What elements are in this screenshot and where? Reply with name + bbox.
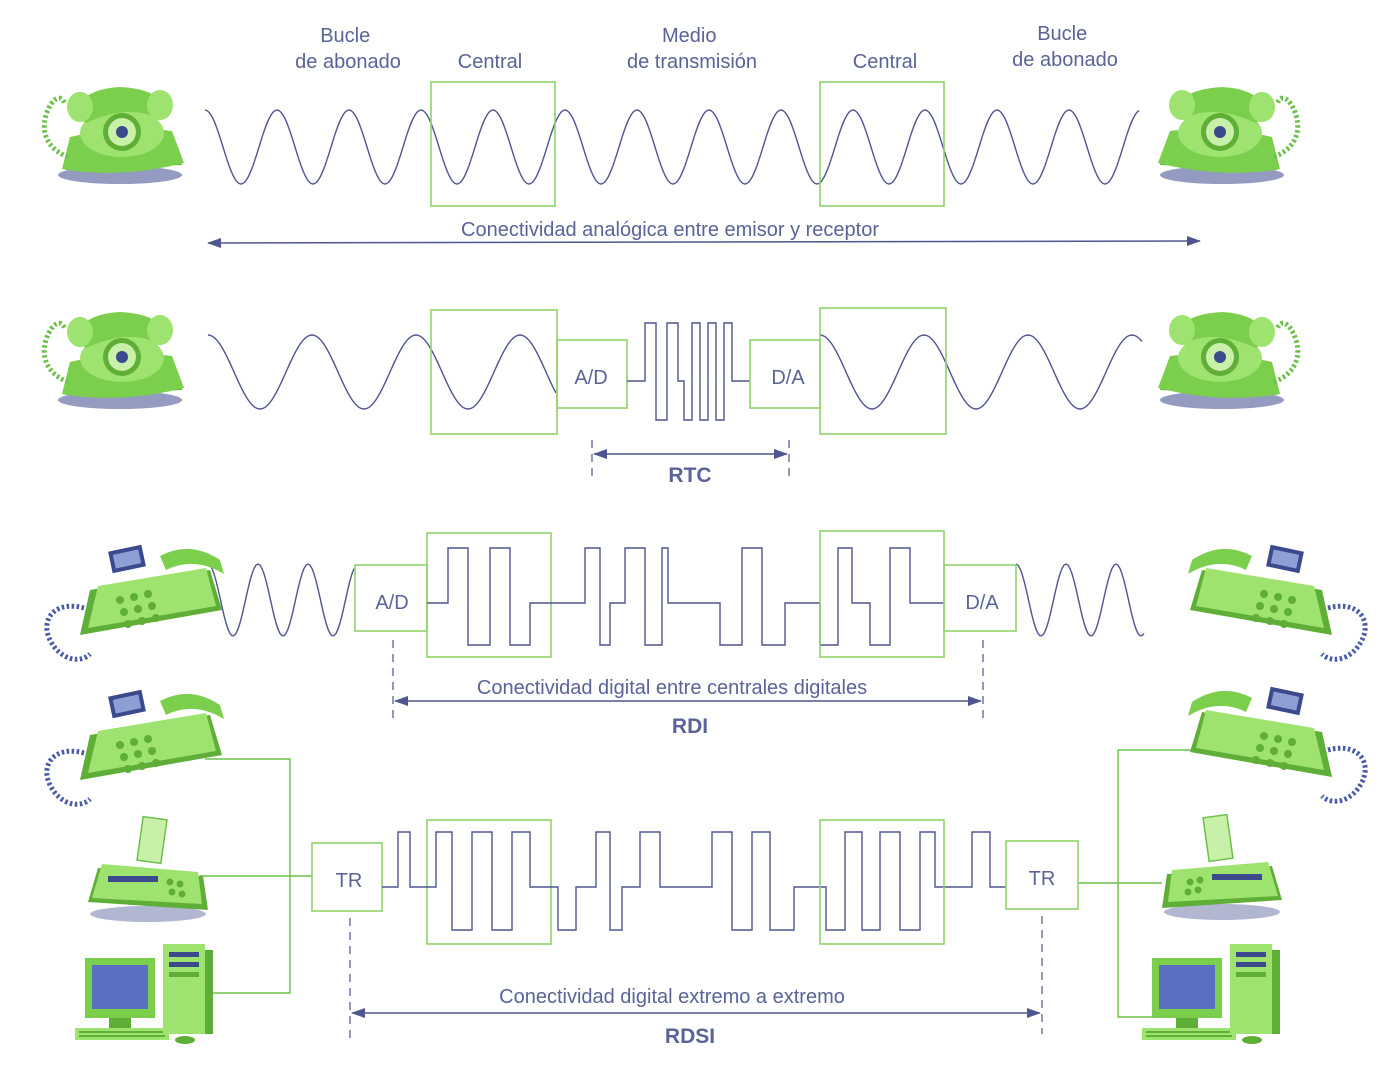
tr-box-left xyxy=(311,842,383,912)
label-central-left: Central xyxy=(458,51,522,73)
central-box-left xyxy=(426,819,552,945)
label-medium: Medio de transmisión xyxy=(627,25,757,73)
span-arrow-row1 xyxy=(207,236,1201,248)
label-loop-left-line2: de abonado xyxy=(295,51,401,73)
fax-icon xyxy=(1161,813,1283,921)
label-analog-span: Conectividad analógica entre emisor y re… xyxy=(461,219,879,241)
row-rdi: A/D D/A Conectividad digital entre centr… xyxy=(47,530,1365,738)
row-rtc: A/D D/A RTC xyxy=(44,307,1298,487)
analog-wave-row2-right xyxy=(819,334,1143,410)
digital-phone-icon xyxy=(1188,545,1365,660)
label-loop-right-line2: de abonado xyxy=(1012,49,1118,71)
central-box-left xyxy=(430,81,556,207)
label-loop-left-line1: Bucle xyxy=(320,25,370,47)
analog-wave-row1 xyxy=(204,109,1140,185)
label-da: D/A xyxy=(965,592,999,614)
label-medium-line1: Medio xyxy=(662,25,716,47)
digital-signal-row3 xyxy=(427,547,945,646)
label-ad: A/D xyxy=(375,592,408,614)
tr-box-right xyxy=(1005,840,1079,910)
rotary-phone-icon xyxy=(44,312,184,409)
rotary-phone-icon xyxy=(1158,87,1298,184)
row-rdsi: TR TR Conectividad digital extremo a ext… xyxy=(47,687,1365,1048)
label-central-right: Central xyxy=(853,51,917,73)
label-rdi: RDI xyxy=(672,715,708,738)
label-loop-right-line1: Bucle xyxy=(1037,23,1087,45)
digital-signal-row4 xyxy=(382,831,1006,931)
row-analog: Bucle de abonado Central Medio de transm… xyxy=(44,23,1298,248)
central-box-right xyxy=(819,307,947,435)
fax-icon xyxy=(87,815,209,923)
digital-signal-row2 xyxy=(627,322,750,421)
label-rdi-span: Conectividad digital entre centrales dig… xyxy=(477,677,867,699)
rotary-phone-icon xyxy=(1158,312,1298,409)
central-box-right xyxy=(819,819,945,945)
label-medium-line2: de transmisión xyxy=(627,51,757,73)
computer-icon xyxy=(1142,944,1280,1044)
label-loop-left: Bucle de abonado xyxy=(295,25,401,73)
label-rdsi: RDSI xyxy=(665,1025,715,1048)
central-box-right xyxy=(819,81,945,207)
analog-wave-row2-left xyxy=(207,334,557,410)
label-tr-right: TR xyxy=(1029,868,1056,890)
ad-box xyxy=(556,339,628,409)
central-box-left xyxy=(426,532,552,658)
label-loop-right: Bucle de abonado xyxy=(1012,23,1118,71)
connection-lines-left xyxy=(200,758,312,994)
digital-phone-icon xyxy=(1188,687,1365,802)
da-box xyxy=(943,564,1017,632)
label-tr-left: TR xyxy=(336,870,363,892)
label-ad: A/D xyxy=(574,367,607,389)
analog-wave-row3-left xyxy=(207,563,355,637)
analog-wave-row3-right xyxy=(1015,563,1145,637)
rotary-phone-icon xyxy=(44,87,184,184)
label-da: D/A xyxy=(771,367,805,389)
label-rdsi-span: Conectividad digital extremo a extremo xyxy=(499,986,845,1008)
computer-icon xyxy=(75,944,213,1044)
digital-phone-icon xyxy=(47,690,224,805)
digital-phone-icon xyxy=(47,545,224,660)
label-rtc: RTC xyxy=(668,464,711,487)
